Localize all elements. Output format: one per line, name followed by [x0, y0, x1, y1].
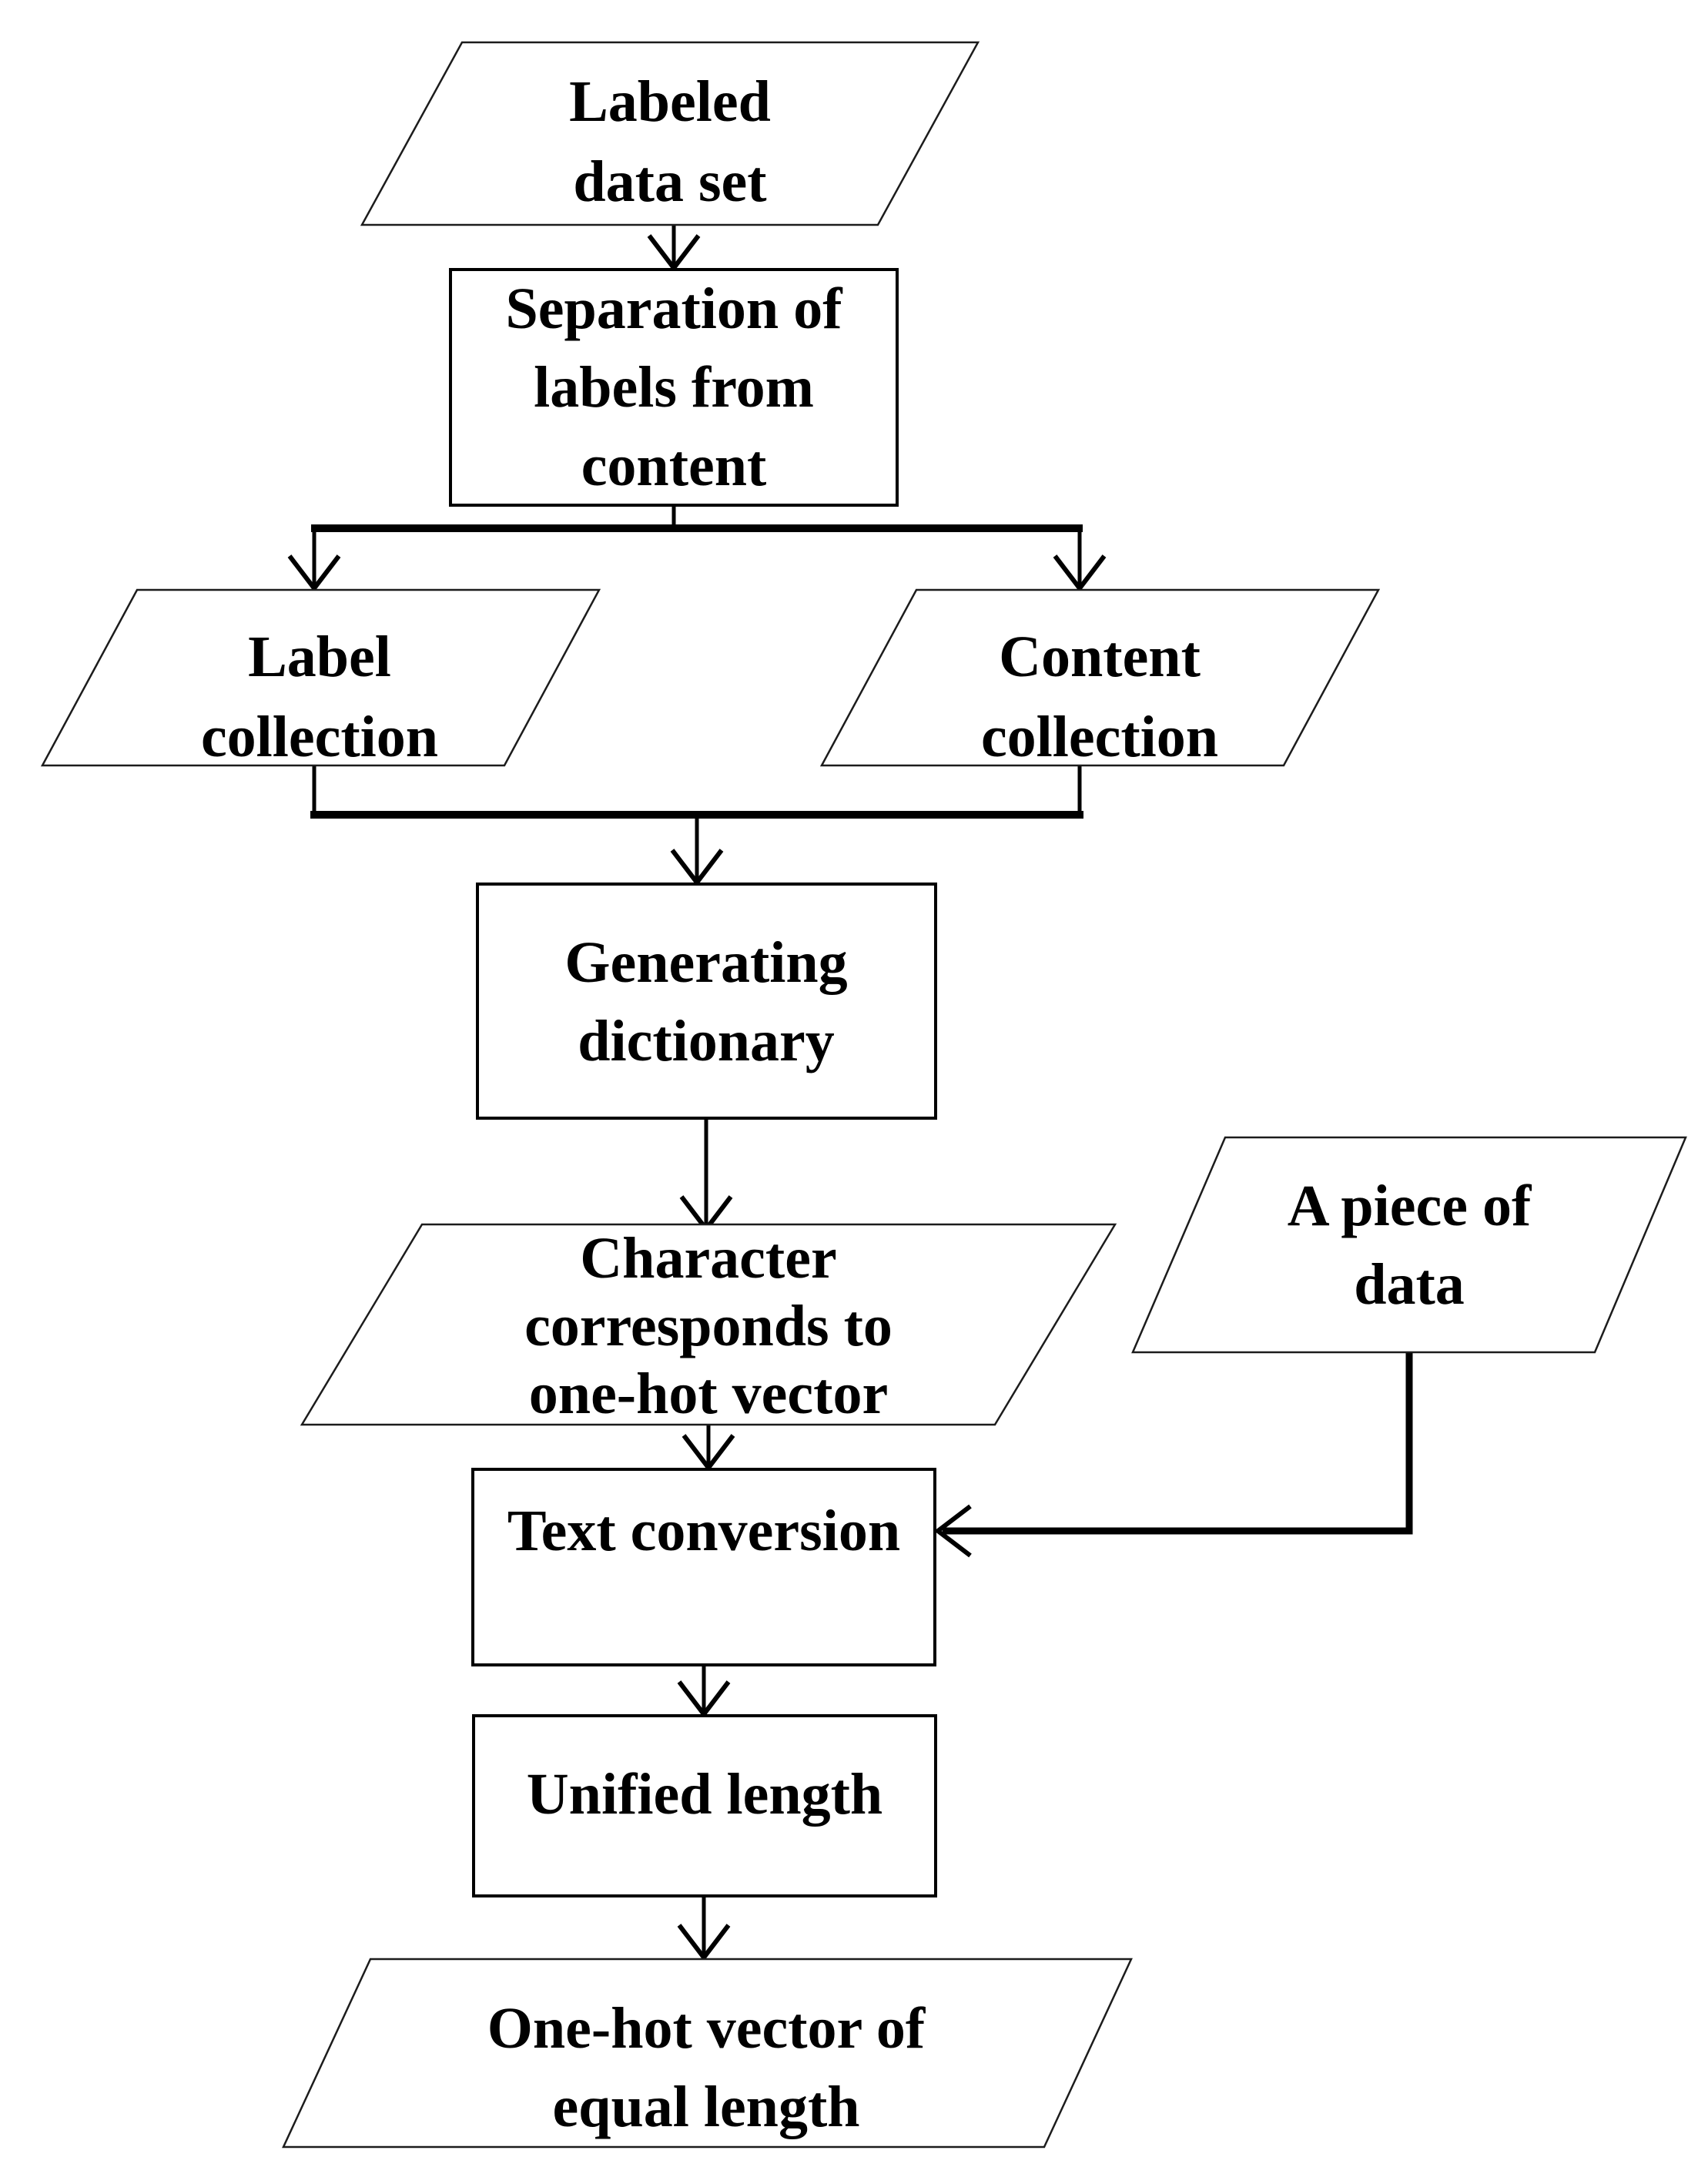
node-label-line: Generating	[564, 930, 847, 995]
edge-pieceofdata-to-textconversion	[934, 1352, 1413, 1558]
arrow-down-icon	[287, 554, 341, 592]
node-label-line: Label	[248, 625, 391, 689]
edge-dictionary-to-charonehot	[679, 1118, 733, 1233]
node-label-line: Content	[999, 625, 1201, 689]
edge-separation-branch	[287, 505, 1107, 592]
process-shape	[449, 268, 899, 507]
process-shape	[476, 883, 937, 1120]
node-onehot-equal-length: One-hot vector of equal length	[282, 1958, 1133, 2149]
edge-unifiedlength-to-onehotequal	[677, 1896, 731, 1961]
edge-collections-merge	[310, 765, 1083, 886]
parallelogram-shape	[282, 1958, 1133, 2149]
node-label-line: Labeled	[569, 69, 771, 134]
node-label-collection: Label collection	[40, 588, 601, 769]
process-shape	[472, 1714, 937, 1897]
node-label-line: Unified length	[527, 1762, 882, 1827]
node-label-line: one-hot vector	[529, 1362, 888, 1426]
node-labeled-data-set: Labeled data set	[360, 41, 980, 226]
arrow-left-icon	[934, 1504, 972, 1558]
node-label-line: equal length	[552, 2075, 859, 2139]
node-separation: Separation of labels from content	[449, 268, 899, 507]
node-label-line: dictionary	[578, 1009, 835, 1073]
node-unified-length: Unified length	[472, 1714, 937, 1897]
parallelogram-shape	[40, 588, 601, 767]
node-label-line: One-hot vector of	[487, 1996, 926, 2061]
node-content-collection: Content collection	[819, 588, 1381, 769]
node-label-line: content	[581, 434, 767, 498]
node-generating-dictionary: Generating dictionary	[476, 883, 937, 1120]
node-label-line: collection	[201, 705, 438, 769]
node-label-line: labels from	[534, 355, 814, 420]
node-label-line: data set	[573, 149, 766, 214]
edge-labeled-to-separation	[647, 225, 701, 272]
parallelogram-shape	[819, 588, 1381, 767]
parallelogram-shape	[1131, 1136, 1687, 1354]
node-label-line: Character	[580, 1226, 836, 1291]
parallelogram-shape	[300, 1223, 1117, 1426]
arrow-down-icon	[1053, 554, 1107, 592]
arrow-down-icon	[677, 1924, 731, 1961]
node-label-line: A piece of	[1288, 1174, 1532, 1238]
node-label-line: data	[1354, 1252, 1465, 1317]
process-shape	[471, 1468, 936, 1666]
elbow-connector	[943, 1352, 1413, 1535]
edge-textconversion-to-unifiedlength	[677, 1665, 731, 1718]
node-label-line: corresponds to	[524, 1294, 893, 1358]
node-text-conversion: Text conversion	[471, 1468, 936, 1666]
node-label-line: collection	[981, 705, 1218, 769]
edge-charonehot-to-textconversion	[682, 1425, 735, 1472]
parallelogram-shape	[360, 41, 980, 226]
node-label-line: Separation of	[506, 276, 844, 341]
node-piece-of-data: A piece of data	[1131, 1136, 1687, 1354]
node-char-onehot: Character corresponds to one-hot vector	[300, 1223, 1117, 1426]
node-label-line: Text conversion	[507, 1499, 900, 1563]
